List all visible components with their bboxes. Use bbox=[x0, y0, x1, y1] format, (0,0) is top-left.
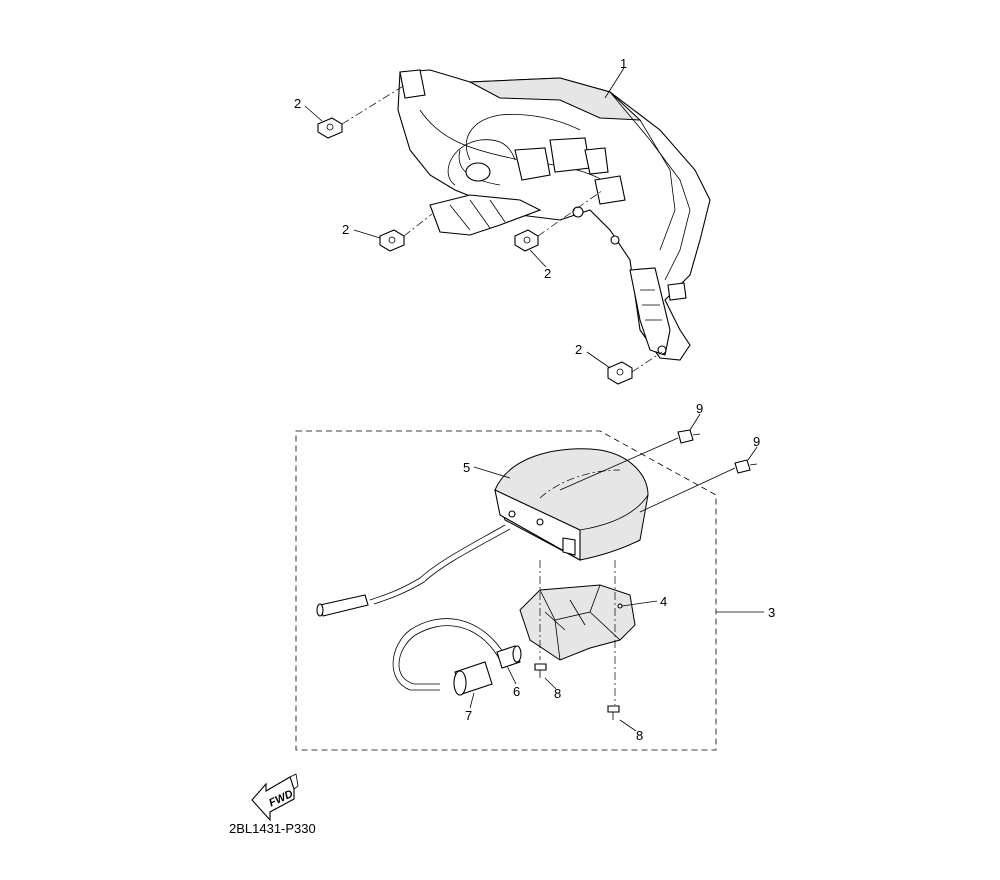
part-7-bulb-socket bbox=[453, 661, 493, 696]
part-8-screw-b bbox=[607, 705, 620, 720]
callout-5: 5 bbox=[463, 460, 470, 475]
callout-2: 2 bbox=[544, 266, 551, 281]
part-2-clip-b bbox=[379, 229, 405, 252]
part-9-screw-a bbox=[677, 429, 701, 444]
callout-4: 4 bbox=[660, 594, 667, 609]
assembly-3-boundary bbox=[295, 430, 717, 751]
callout-8: 8 bbox=[554, 686, 561, 701]
diagram-code: 2BL1431-P330 bbox=[229, 821, 316, 836]
callout-3: 3 bbox=[768, 605, 775, 620]
callout-2: 2 bbox=[342, 222, 349, 237]
callout-7: 7 bbox=[465, 708, 472, 723]
callout-8: 8 bbox=[636, 728, 643, 743]
part-2-clip-d bbox=[607, 361, 633, 385]
callout-6: 6 bbox=[513, 684, 520, 699]
leader-lines bbox=[304, 67, 764, 732]
part-2-clip-c bbox=[514, 229, 539, 252]
callout-9: 9 bbox=[696, 401, 703, 416]
part-4-light-base bbox=[519, 584, 636, 661]
part-2-clip-a bbox=[317, 117, 343, 139]
callout-1: 1 bbox=[620, 56, 627, 71]
callout-2: 2 bbox=[575, 342, 582, 357]
callout-2: 2 bbox=[294, 96, 301, 111]
wire-harness bbox=[316, 524, 511, 691]
fwd-arrow-icon: FWD bbox=[251, 773, 299, 822]
part-8-screw-a bbox=[534, 663, 547, 678]
callout-9: 9 bbox=[753, 434, 760, 449]
part-9-screw-b bbox=[734, 459, 758, 474]
part-5-license-light-housing bbox=[494, 448, 649, 561]
part-1-rear-bracket bbox=[397, 69, 711, 361]
part-6-bulb bbox=[496, 645, 522, 669]
